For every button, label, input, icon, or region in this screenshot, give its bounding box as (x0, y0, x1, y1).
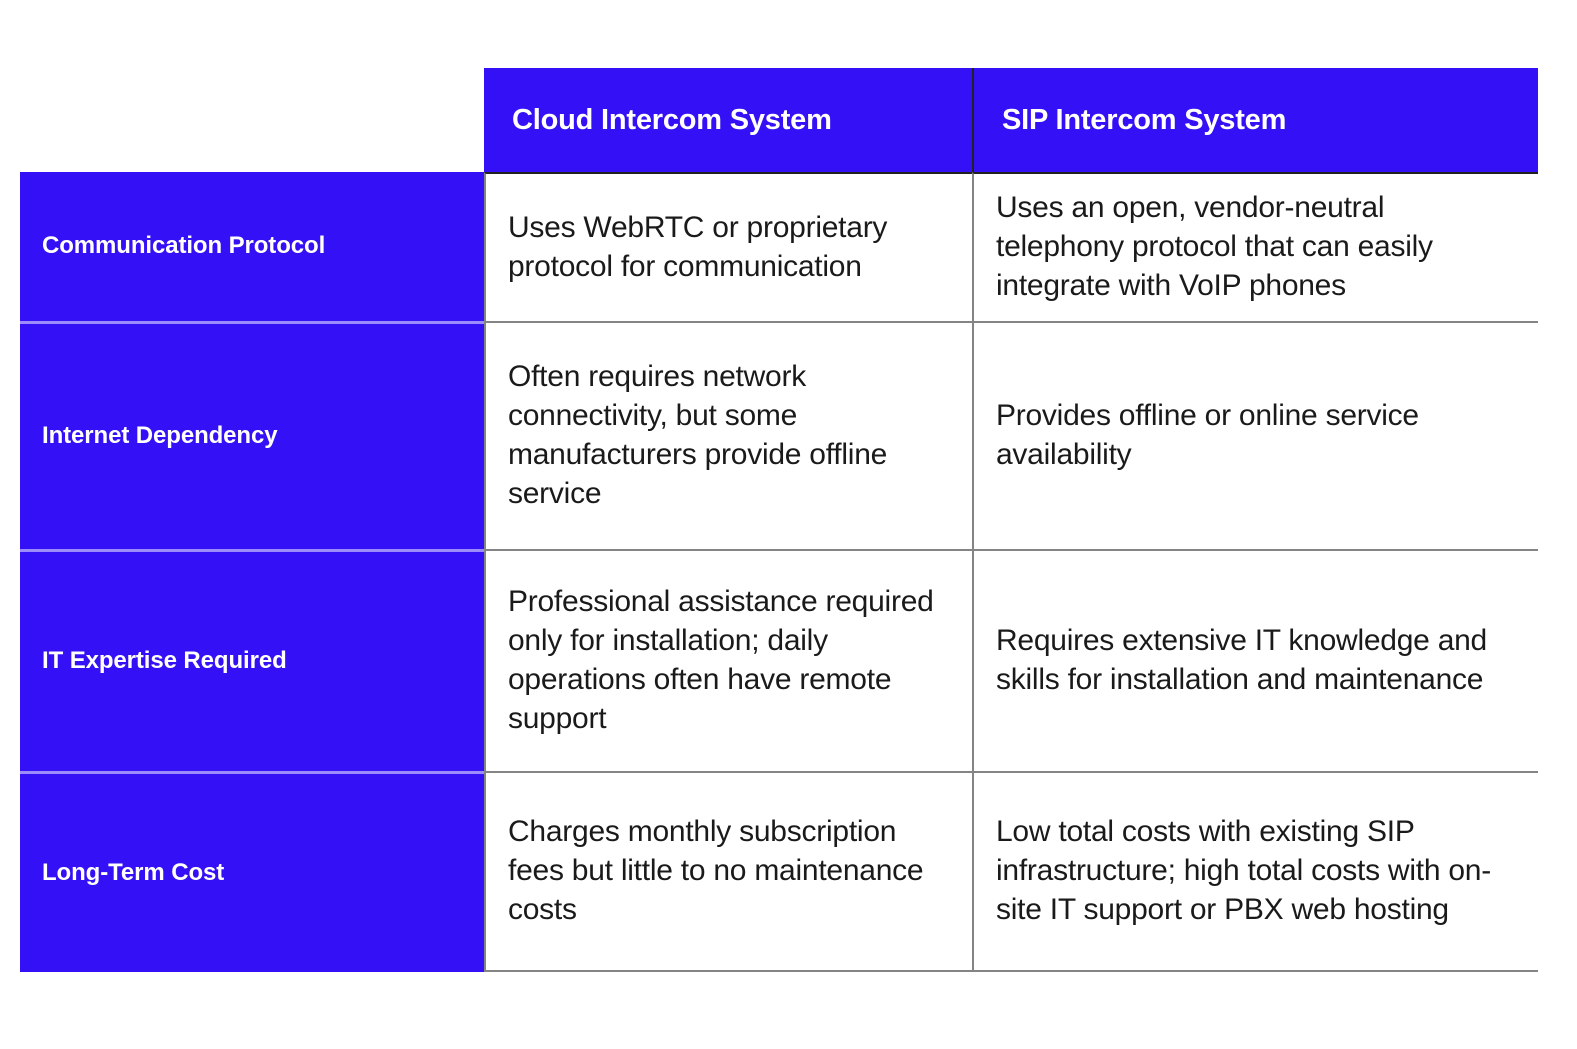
table-row: Communication Protocol Uses WebRTC or pr… (20, 172, 1538, 321)
cell-cloud-long-term-cost: Charges monthly subscription fees but li… (484, 771, 972, 972)
table-header: Cloud Intercom System SIP Intercom Syste… (20, 68, 1538, 172)
table-row: Long-Term Cost Charges monthly subscript… (20, 771, 1538, 972)
cell-cloud-it-expertise-required: Professional assistance required only fo… (484, 549, 972, 771)
cell-sip-communication-protocol: Uses an open, vendor-neutral telephony p… (972, 172, 1538, 321)
table-body: Communication Protocol Uses WebRTC or pr… (20, 172, 1538, 972)
header-corner-spacer (20, 68, 484, 172)
row-label-internet-dependency: Internet Dependency (20, 321, 484, 549)
row-label-it-expertise-required: IT Expertise Required (20, 549, 484, 771)
header-row: Cloud Intercom System SIP Intercom Syste… (20, 68, 1538, 172)
cell-sip-long-term-cost: Low total costs with existing SIP infras… (972, 771, 1538, 972)
column-header-cloud-intercom-system: Cloud Intercom System (484, 68, 972, 172)
column-header-sip-intercom-system: SIP Intercom System (972, 68, 1538, 172)
comparison-table: Cloud Intercom System SIP Intercom Syste… (20, 68, 1538, 972)
table-row: Internet Dependency Often requires netwo… (20, 321, 1538, 549)
table-row: IT Expertise Required Professional assis… (20, 549, 1538, 771)
row-label-communication-protocol: Communication Protocol (20, 172, 484, 321)
cell-sip-internet-dependency: Provides offline or online service avail… (972, 321, 1538, 549)
cell-cloud-internet-dependency: Often requires network connectivity, but… (484, 321, 972, 549)
row-label-long-term-cost: Long-Term Cost (20, 771, 484, 972)
cell-cloud-communication-protocol: Uses WebRTC or proprietary protocol for … (484, 172, 972, 321)
cell-sip-it-expertise-required: Requires extensive IT knowledge and skil… (972, 549, 1538, 771)
